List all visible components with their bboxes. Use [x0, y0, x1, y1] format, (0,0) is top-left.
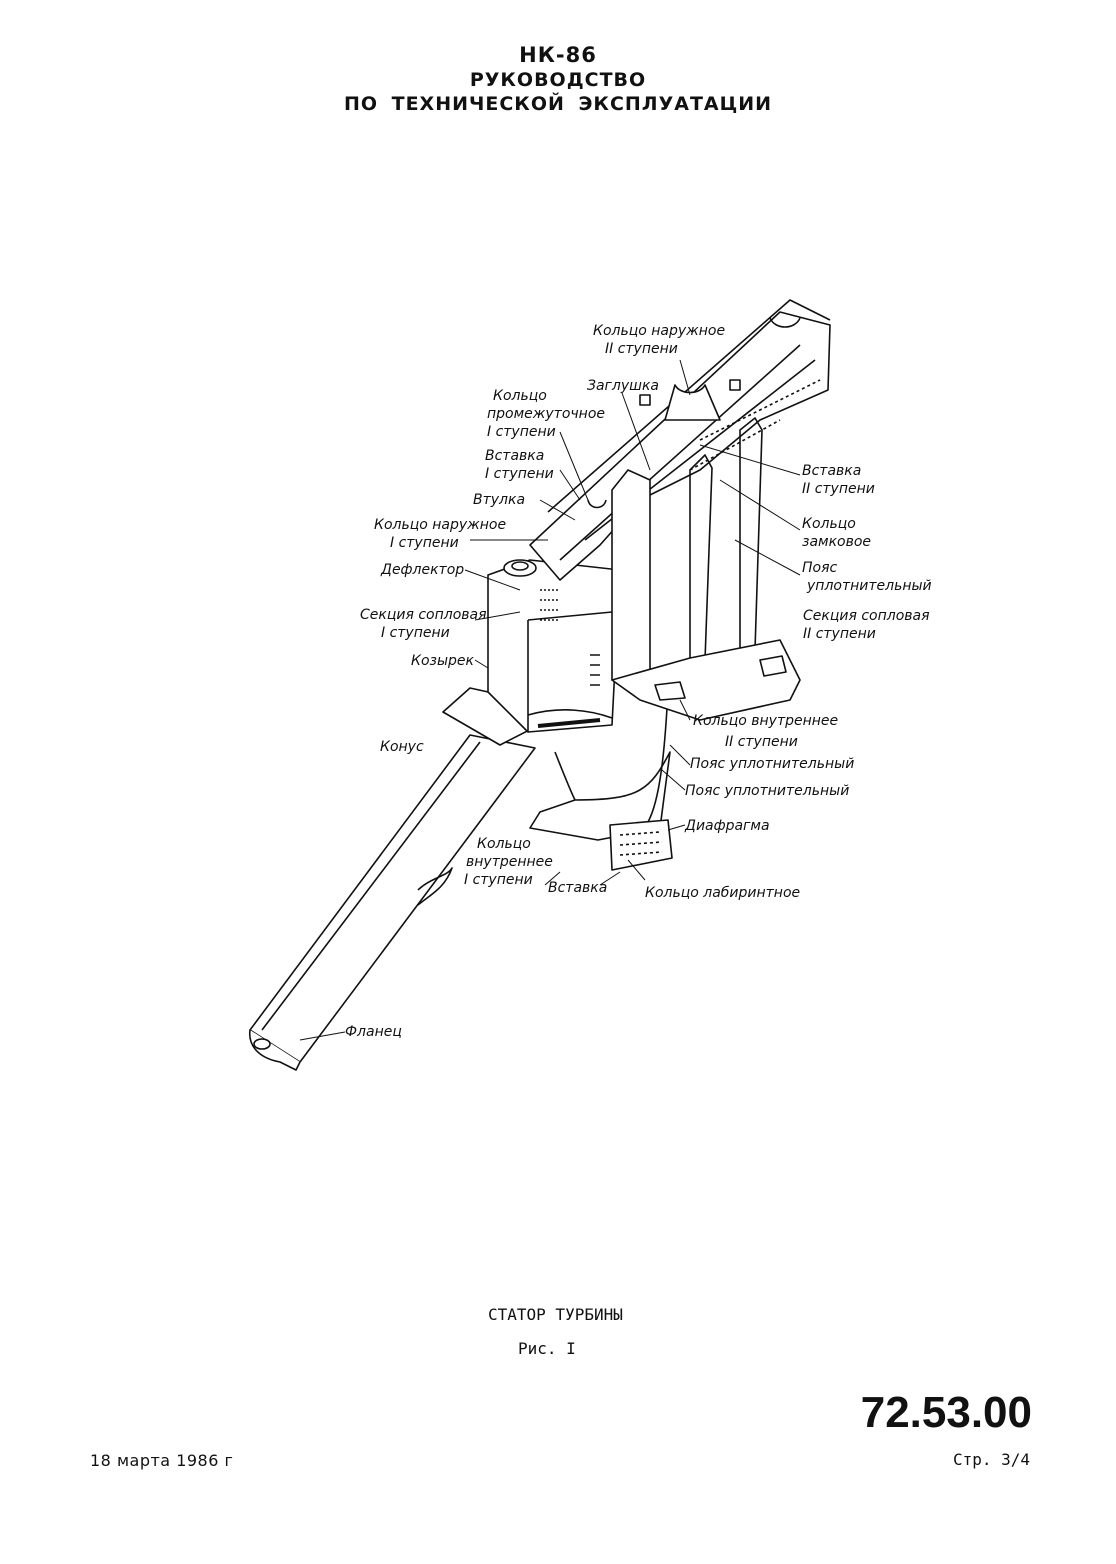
label-insert: Вставка: [548, 880, 607, 896]
figure-title: СТАТОР ТУРБИНЫ: [488, 1305, 623, 1324]
leader-lines: [299, 359, 801, 1041]
label-outer-ring-1-stage: I ступени: [390, 535, 459, 551]
label-seal-belt-third: Пояс уплотнительный: [685, 783, 849, 799]
label-diaphragm: Диафрагма: [684, 818, 770, 834]
label-nozzle-section-2-stage: II ступени: [803, 626, 876, 642]
label-outer-ring-2-stage: II ступени: [605, 341, 678, 357]
label-plug: Заглушка: [587, 378, 659, 394]
label-outer-ring-2: Кольцо наружное: [593, 323, 725, 339]
label-deflector: Дефлектор: [380, 562, 464, 578]
document-title-line2: ПО ТЕХНИЧЕСКОЙ ЭКСПЛУАТАЦИИ: [343, 93, 773, 115]
document-code: НК-86: [519, 43, 597, 67]
document-date: 18 марта 1986 г: [90, 1451, 234, 1470]
label-inner-ring-1: Кольцо: [477, 836, 531, 852]
label-insert-1-stage: I ступени: [485, 466, 554, 482]
label-seal-belt-2: уплотнительный: [806, 578, 932, 594]
label-intermediate-ring-2: промежуточное: [487, 406, 605, 422]
label-lock-ring: Кольцо: [802, 516, 856, 532]
document-title-line1: РУКОВОДСТВО: [469, 69, 647, 91]
label-intermediate-ring-3: I ступени: [487, 424, 556, 440]
label-seal-belt-second: Пояс уплотнительный: [690, 756, 854, 772]
label-intermediate-ring: Кольцо: [493, 388, 547, 404]
label-bushing: Втулка: [473, 492, 525, 508]
label-nozzle-section-1: Секция сопловая: [360, 607, 487, 623]
label-cone: Конус: [380, 739, 424, 755]
stator-illustration: [249, 299, 831, 1071]
page-number: Стр. 3/4: [952, 1450, 1030, 1469]
label-insert-2-stage: II ступени: [802, 481, 875, 497]
label-nozzle-section-1-stage: I ступени: [381, 625, 450, 641]
label-insert-1: Вставка: [485, 448, 544, 464]
figure-number: Рис. I: [518, 1339, 576, 1358]
label-seal-belt: Пояс: [802, 560, 838, 576]
label-lock-ring-2: замковое: [802, 534, 871, 550]
document-number: 72.53.00: [860, 1388, 1032, 1437]
label-nozzle-section-2: Секция сопловая: [803, 608, 930, 624]
label-inner-ring-2-stage: II ступени: [725, 734, 798, 750]
label-inner-ring-1-2: внутреннее: [466, 854, 553, 870]
label-flange: Фланец: [345, 1024, 402, 1040]
turbine-stator-drawing: Кольцо наружное II ступени Заглушка Коль…: [249, 299, 932, 1071]
label-inner-ring-1-3: I ступени: [464, 872, 533, 888]
label-visor: Козырек: [411, 653, 475, 669]
label-labyrinth-ring: Кольцо лабиринтное: [645, 885, 800, 901]
part-labels: Кольцо наружное II ступени Заглушка Коль…: [345, 323, 932, 1040]
label-inner-ring-2: Кольцо внутреннее: [693, 713, 838, 729]
label-insert-2: Вставка: [802, 463, 861, 479]
label-outer-ring-1: Кольцо наружное: [374, 517, 506, 533]
